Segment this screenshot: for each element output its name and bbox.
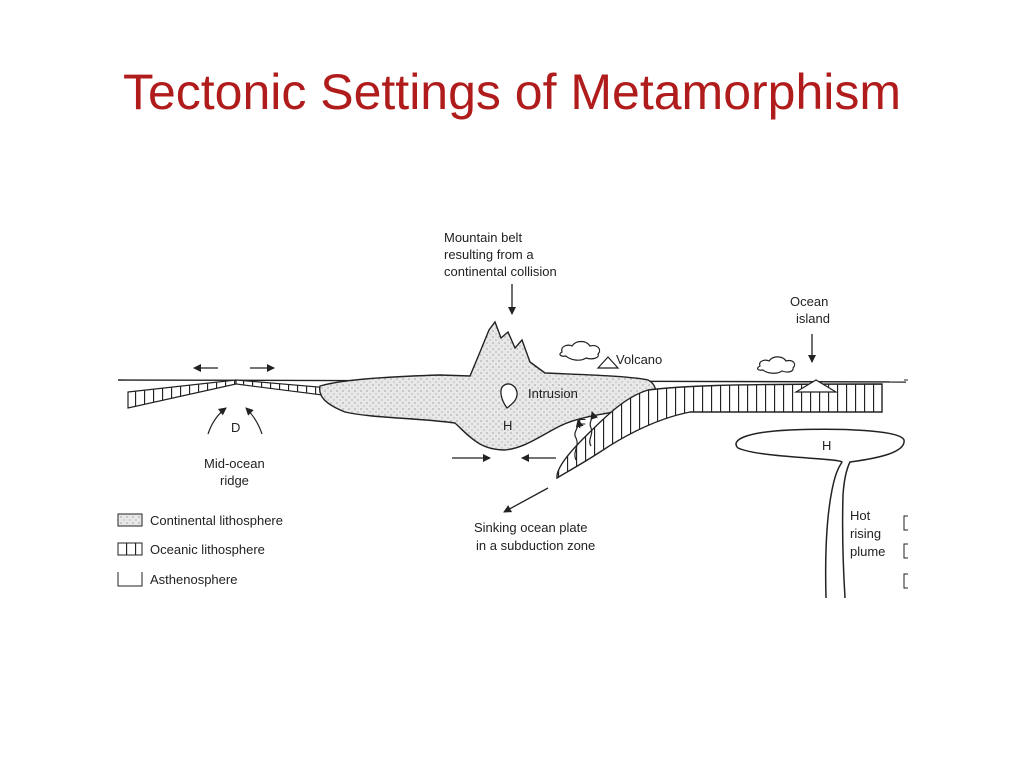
marker-h-plume: H	[822, 438, 831, 453]
fluid-arrow	[589, 411, 599, 447]
slide-title: Tectonic Settings of Metamorphism	[122, 64, 902, 120]
legend: Continental lithosphere Oceanic lithosph…	[117, 513, 283, 587]
ocean-island-label: Ocean island	[790, 294, 832, 326]
hot-plume-label: Hot rising plume	[850, 508, 885, 559]
marker-f: F	[578, 416, 586, 431]
fluid-arrow	[574, 419, 584, 461]
volcano-cone	[596, 356, 620, 369]
marker-d: D	[231, 420, 240, 435]
marker-h-intrusion: H	[503, 418, 512, 433]
subducting-plate	[556, 383, 883, 480]
cropped-legend-box	[903, 543, 908, 559]
legend-label-asthenosphere: Asthenosphere	[150, 572, 237, 587]
ridge-oceanic-plate-right	[235, 379, 331, 397]
cloud-icon	[757, 356, 796, 374]
sinking-plate-arrow	[503, 487, 549, 513]
cropped-legend-box	[903, 515, 908, 531]
legend-swatch-continental	[117, 513, 143, 527]
ridge-oceanic-plate-left	[127, 379, 237, 409]
legend-label-continental: Continental lithosphere	[150, 513, 283, 528]
intrusion-label: Intrusion	[528, 386, 578, 401]
d-arrow-right	[245, 407, 263, 435]
legend-swatch-oceanic	[117, 542, 143, 556]
legend-label-oceanic: Oceanic lithosphere	[150, 542, 265, 557]
cloud-icon	[559, 340, 601, 361]
d-arrow-left	[207, 407, 227, 435]
mountain-belt-label: Mountain belt resulting from a continent…	[444, 230, 557, 279]
legend-swatch-asthenosphere	[117, 572, 143, 587]
sinking-plate-label: Sinking ocean plate in a subduction zone	[474, 520, 595, 553]
ocean-island-cone	[793, 379, 839, 393]
mid-ocean-ridge-label: Mid-ocean ridge	[204, 456, 268, 488]
cropped-legend-box	[903, 573, 908, 589]
intrusion-body	[500, 383, 518, 409]
hot-rising-plume	[735, 428, 905, 599]
volcano-label: Volcano	[616, 352, 662, 367]
